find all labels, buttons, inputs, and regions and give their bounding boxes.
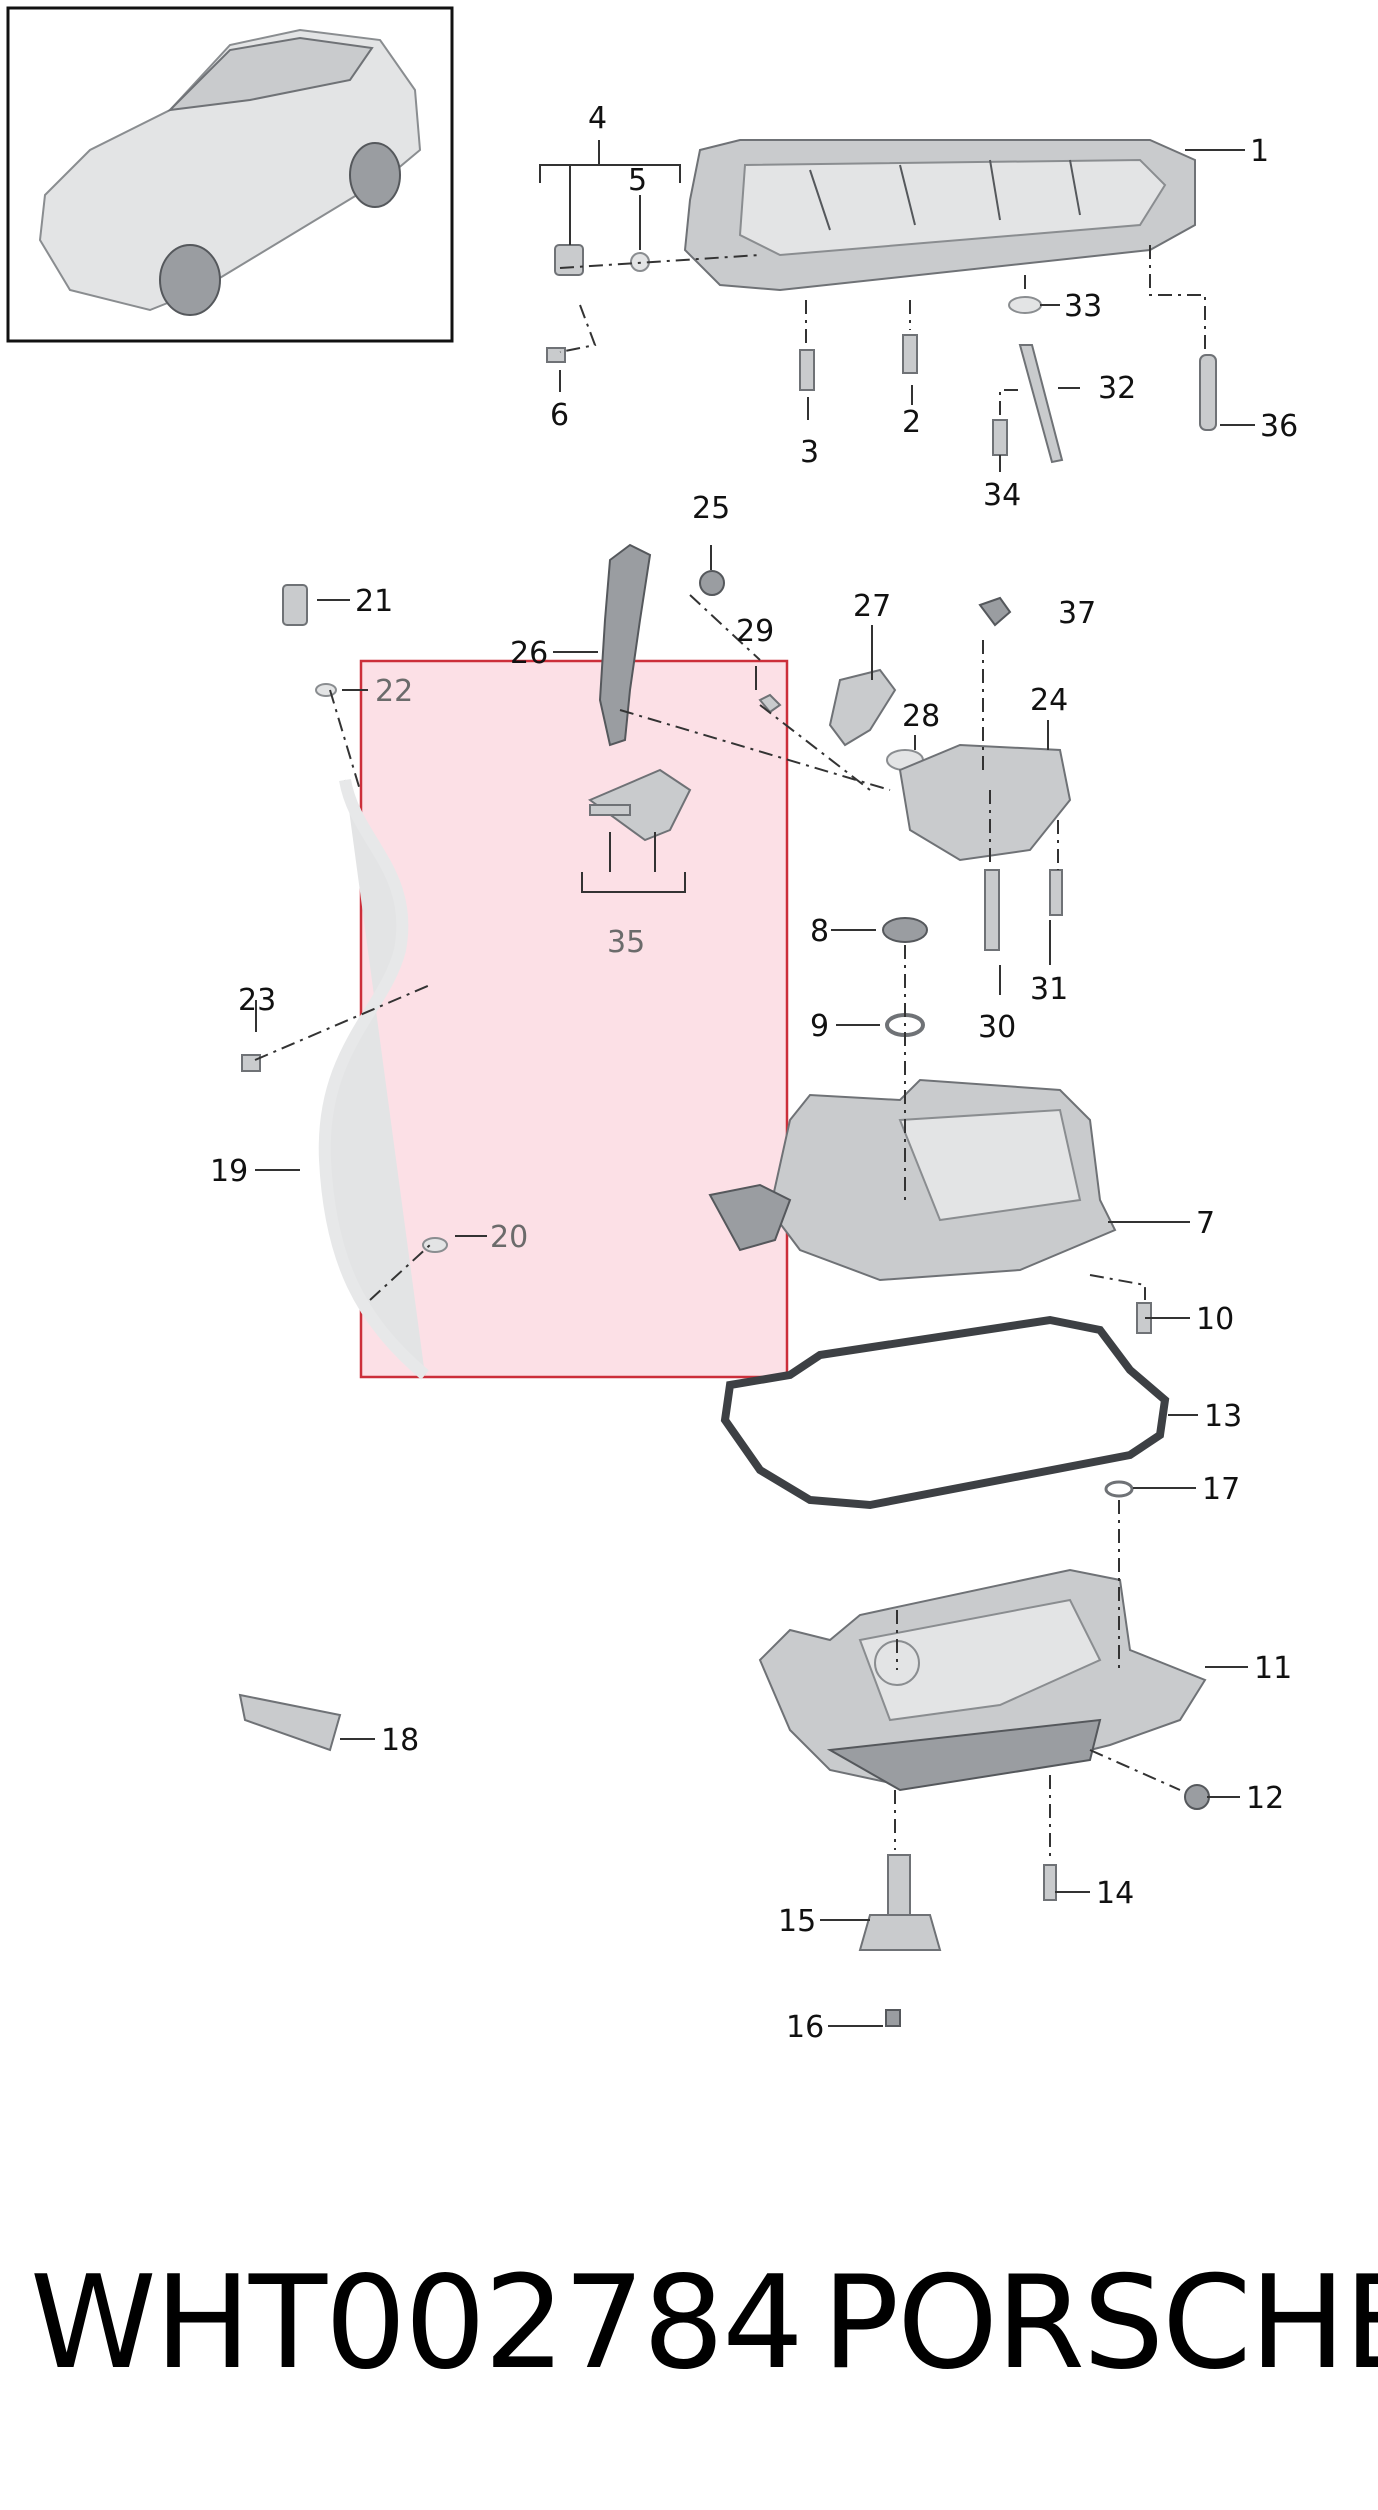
label-part-14: 14 <box>1096 1876 1134 1911</box>
label-part-33: 33 <box>1064 289 1102 324</box>
callout-labels: 1 2 3 4 5 6 7 8 9 10 11 12 13 14 15 16 1… <box>210 101 1298 2045</box>
label-part-3: 3 <box>800 435 819 470</box>
label-part-13: 13 <box>1204 1399 1242 1434</box>
label-part-31: 31 <box>1030 972 1068 1007</box>
part-number: WHT002784 <box>30 2249 804 2398</box>
label-part-8: 8 <box>810 914 829 949</box>
label-part-35: 35 <box>607 925 645 960</box>
label-part-19: 19 <box>210 1154 248 1189</box>
label-part-24: 24 <box>1030 683 1068 718</box>
label-part-23: 23 <box>238 983 276 1018</box>
label-part-30: 30 <box>978 1010 1016 1045</box>
label-part-36: 36 <box>1260 409 1298 444</box>
label-part-25: 25 <box>692 491 730 526</box>
bolts-top <box>546 244 1217 464</box>
label-part-29: 29 <box>736 614 774 649</box>
vehicle-thumbnail <box>6 6 454 343</box>
leader-lines <box>255 140 1255 2027</box>
label-part-16: 16 <box>786 2010 824 2045</box>
label-part-32: 32 <box>1098 371 1136 406</box>
label-part-1: 1 <box>1250 134 1269 169</box>
label-part-21: 21 <box>355 584 393 619</box>
label-part-2: 2 <box>902 405 921 440</box>
label-part-9: 9 <box>810 1009 829 1044</box>
label-part-26: 26 <box>510 636 548 671</box>
label-part-20: 20 <box>490 1220 528 1255</box>
dipstick-tube <box>241 584 448 1380</box>
label-part-11: 11 <box>1254 1651 1292 1686</box>
label-part-4: 4 <box>588 101 607 136</box>
label-part-10: 10 <box>1196 1302 1234 1337</box>
label-part-17: 17 <box>1202 1472 1240 1507</box>
label-part-5: 5 <box>628 163 647 198</box>
label-part-27: 27 <box>853 589 891 624</box>
upper-oil-pan <box>683 139 1196 292</box>
label-part-28: 28 <box>902 699 940 734</box>
highlight-region <box>359 659 789 1379</box>
label-part-12: 12 <box>1246 1781 1284 1816</box>
car-icon <box>38 28 422 312</box>
gasket <box>720 1315 1170 1510</box>
label-part-15: 15 <box>778 1904 816 1939</box>
label-part-34: 34 <box>983 478 1021 513</box>
label-part-6: 6 <box>550 398 569 433</box>
lower-oil-pan <box>238 1568 1210 2027</box>
label-part-22: 22 <box>375 674 413 709</box>
label-part-37: 37 <box>1058 596 1096 631</box>
brand-name: PORSCHE <box>822 2249 1378 2398</box>
label-part-18: 18 <box>381 1723 419 1758</box>
timing-chain-group <box>587 543 1072 951</box>
label-part-7: 7 <box>1196 1206 1215 1241</box>
alignment-lines <box>254 245 1206 1860</box>
baffle-plate <box>708 917 1152 1334</box>
